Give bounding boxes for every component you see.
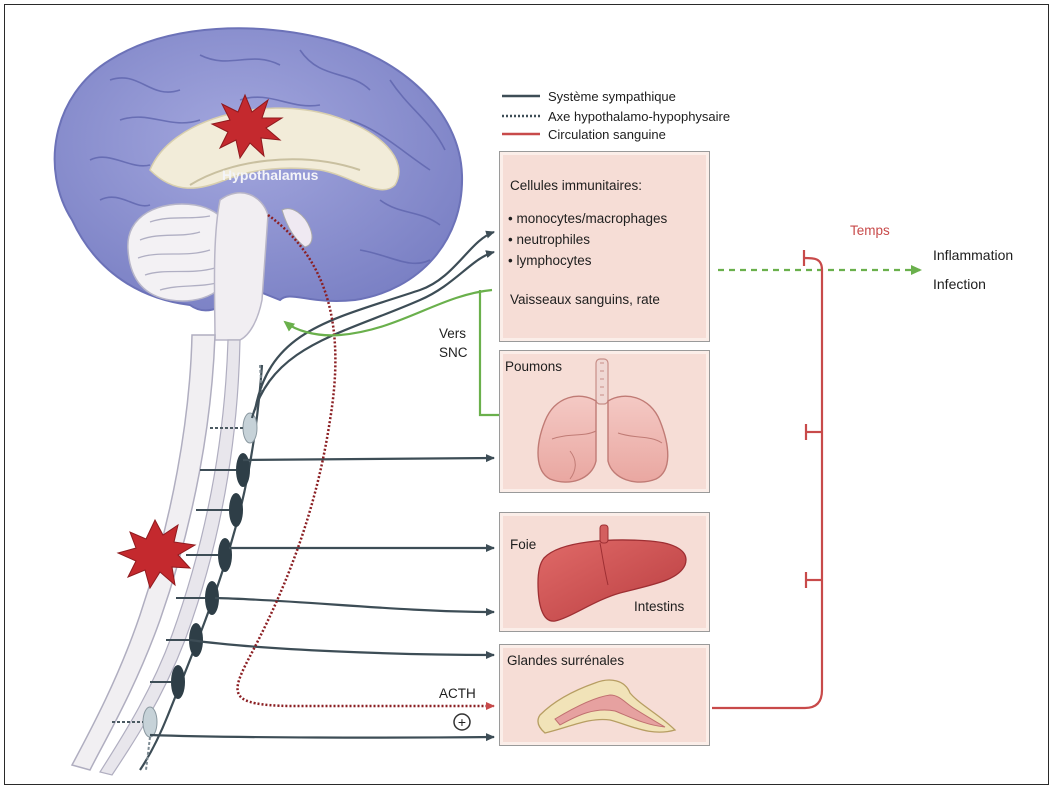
ganglion bbox=[171, 665, 185, 699]
ganglion-top bbox=[243, 413, 257, 443]
list-item: lymphocytes bbox=[508, 250, 667, 271]
list-item: neutrophiles bbox=[508, 229, 667, 250]
immune-box: Cellules immunitaires: monocytes/macroph… bbox=[499, 151, 710, 342]
infection-label: Infection bbox=[933, 276, 986, 292]
ganglion bbox=[218, 538, 232, 572]
arrow-to-intestins bbox=[215, 598, 494, 612]
lungs-illustration bbox=[500, 351, 711, 494]
brainstem bbox=[214, 193, 268, 340]
acth-label: ACTH bbox=[439, 686, 476, 701]
vers-snc-line2: SNC bbox=[439, 345, 468, 360]
immune-footer: Vaisseaux sanguins, rate bbox=[510, 292, 660, 307]
ganglion bbox=[229, 493, 243, 527]
intestins-label: Intestins bbox=[634, 599, 684, 614]
immune-list: monocytes/macrophages neutrophiles lymph… bbox=[508, 208, 667, 271]
adrenal-illustration bbox=[500, 645, 711, 747]
ganglion-bottom bbox=[143, 707, 157, 737]
vers-snc-line1: Vers bbox=[439, 326, 466, 341]
adrenal-box: Glandes surrénales bbox=[499, 644, 710, 746]
liver-box: Foie Intestins bbox=[499, 512, 710, 632]
inhibition-bracket bbox=[712, 250, 822, 708]
inflammation-label: Inflammation bbox=[933, 247, 1013, 263]
ganglion bbox=[236, 453, 250, 487]
lungs-box: Poumons bbox=[499, 350, 710, 493]
hypothalamus-label: Hypothalamus bbox=[222, 167, 319, 183]
list-item: monocytes/macrophages bbox=[508, 208, 667, 229]
legend-label-hpa: Axe hypothalamo-hypophysaire bbox=[548, 109, 730, 124]
legend: Système sympathique Axe hypothalamo-hypo… bbox=[502, 89, 730, 142]
temps-label: Temps bbox=[850, 223, 890, 238]
arrow-to-lungs bbox=[243, 458, 494, 460]
immune-title: Cellules immunitaires: bbox=[510, 178, 642, 193]
legend-label-sympathetic: Système sympathique bbox=[548, 89, 676, 104]
arrow-to-adrenal-2 bbox=[150, 735, 494, 738]
legend-label-blood: Circulation sanguine bbox=[548, 127, 666, 142]
plus-sign: + bbox=[458, 714, 466, 730]
arrow-to-adrenal-1 bbox=[190, 640, 494, 655]
liver-illustration bbox=[500, 513, 711, 633]
